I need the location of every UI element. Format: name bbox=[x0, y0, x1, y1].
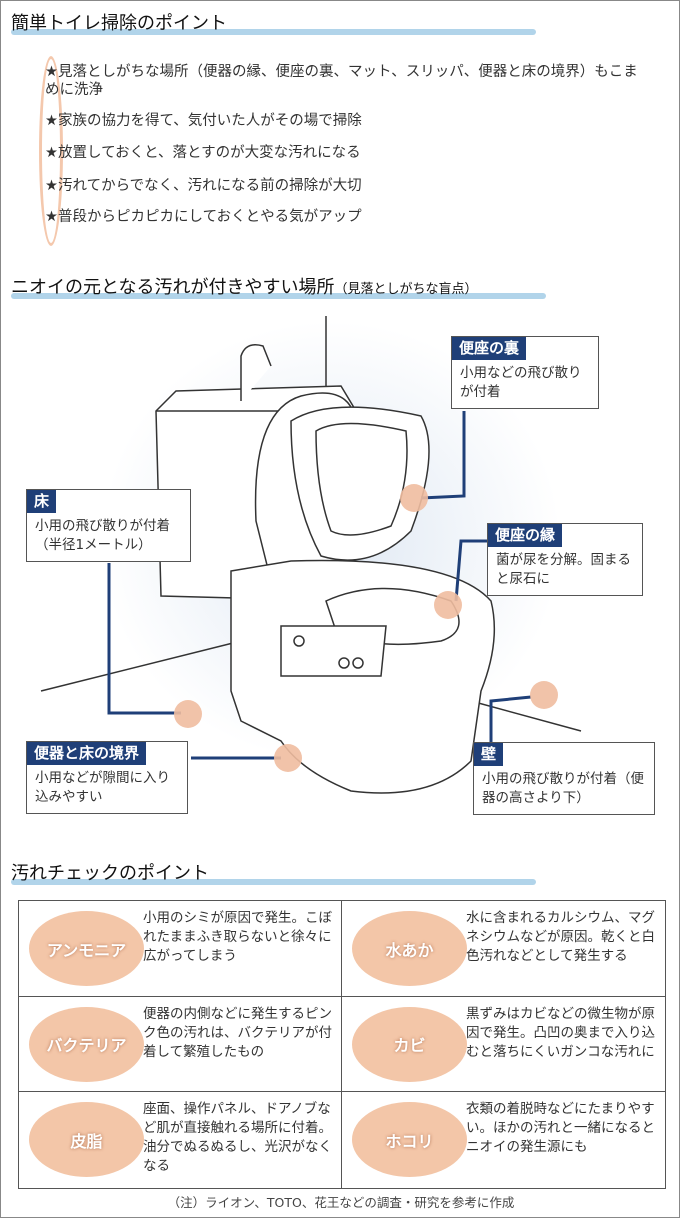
callout-text: 小用などが隙間に入り込みやすい bbox=[35, 770, 170, 805]
stain-desc: 小用のシミが原因で発生。こぼれたままふき取らないと徐々に広がってしまう bbox=[143, 910, 332, 964]
tip-item: ★家族の協力を得て、気付いた人がその場で掃除 bbox=[45, 113, 362, 129]
spot-marker bbox=[274, 744, 302, 772]
stain-desc: 衣類の着脱時などにたまりやすい。ほかの汚れと一緒になるとニオイの発生源にも bbox=[466, 1101, 655, 1156]
stain-item: 皮脂座面、操作パネル、ドアノブなど肌が直接触れる場所に付着。油分でぬるぬるし、光… bbox=[19, 1092, 342, 1188]
spot-marker bbox=[434, 591, 462, 619]
toilet-illustration bbox=[40, 316, 582, 794]
tip-item: ★汚れてからでなく、汚れになる前の掃除が大切 bbox=[45, 178, 362, 194]
stain-desc: 座面、操作パネル、ドアノブなど肌が直接触れる場所に付着。油分でぬるぬるし、光沢が… bbox=[143, 1101, 332, 1175]
callout-text: 菌が尿を分解。固まると尿石に bbox=[496, 552, 631, 587]
callout-rim: 便座の縁菌が尿を分解。固まると尿石に bbox=[487, 523, 643, 596]
tip-item: ★普段からピカピカにしておくとやる気がアップ bbox=[45, 209, 362, 225]
stain-desc: 便器の内側などに発生するピンク色の汚れは、バクテリアが付着して繁殖したもの bbox=[143, 1005, 332, 1060]
stain-name: カビ bbox=[352, 1006, 467, 1082]
stain-item: バクテリア便器の内側などに発生するピンク色の汚れは、バクテリアが付着して繁殖した… bbox=[19, 996, 342, 1093]
callout-boundary: 便器と床の境界小用などが隙間に入り込みやすい bbox=[26, 741, 188, 814]
callout-label: 壁 bbox=[474, 743, 504, 766]
stain-item: アンモニア小用のシミが原因で発生。こぼれたままふき取らないと徐々に広がってしまう bbox=[19, 901, 342, 997]
title-sub: （見落としがちな盲点） bbox=[334, 282, 478, 297]
title-underline bbox=[11, 879, 536, 885]
stain-name: 水あか bbox=[352, 911, 467, 986]
stain-desc: 黒ずみはカビなどの微生物が原因で発生。凸凹の奥まで入り込むと落ちにくいガンコな汚… bbox=[466, 1005, 655, 1060]
stain-item: 水あか水に含まれるカルシウム、マグネシウムなどが原因。乾くと白色汚れなどとして発… bbox=[342, 901, 665, 997]
callout-wall: 壁小用の飛び散りが付着（便器の高さより下） bbox=[473, 742, 655, 815]
stain-name: 皮脂 bbox=[29, 1102, 144, 1178]
callout-text: 小用の飛び散りが付着（便器の高さより下） bbox=[482, 771, 644, 806]
stain-desc: 水に含まれるカルシウム、マグネシウムなどが原因。乾くと白色汚れなどとして発生する bbox=[466, 910, 655, 964]
section-title-spots: ニオイの元となる汚れが付きやすい場所（見落としがちな盲点） bbox=[11, 273, 477, 299]
title-main: ニオイの元となる汚れが付きやすい場所 bbox=[11, 277, 335, 298]
spot-marker bbox=[174, 700, 202, 728]
callout-label: 床 bbox=[27, 490, 57, 513]
source-note: （注）ライオン、TOTO、花王などの調査・研究を参考に作成 bbox=[167, 1195, 515, 1210]
callout-text: 小用の飛び散りが付着（半径1メートル） bbox=[35, 518, 170, 553]
stain-item: ホコリ衣類の着脱時などにたまりやすい。ほかの汚れと一緒になるとニオイの発生源にも bbox=[342, 1092, 665, 1188]
callout-seat-back: 便座の裏小用などの飛び散りが付着 bbox=[451, 336, 599, 409]
tip-item: ★見落としがちな場所（便器の縁、便座の裏、マット、スリッパ、便器と床の境界）もこ… bbox=[45, 64, 638, 98]
highlight-oval bbox=[39, 56, 63, 246]
spot-marker bbox=[400, 484, 428, 512]
callout-label: 便座の縁 bbox=[488, 524, 563, 547]
title-underline bbox=[11, 293, 546, 299]
callout-label: 便座の裏 bbox=[452, 337, 527, 360]
stain-name: ホコリ bbox=[352, 1102, 467, 1178]
callout-label: 便器と床の境界 bbox=[27, 742, 147, 765]
title-underline bbox=[11, 29, 536, 35]
callout-text: 小用などの飛び散りが付着 bbox=[460, 365, 582, 400]
tip-item: ★放置しておくと、落とすのが大変な汚れになる bbox=[45, 145, 361, 161]
spot-marker bbox=[530, 681, 558, 709]
stain-check-table: アンモニア小用のシミが原因で発生。こぼれたままふき取らないと徐々に広がってしまう… bbox=[18, 900, 666, 1189]
stain-name: アンモニア bbox=[29, 911, 144, 986]
section-title-tips: 簡単トイレ掃除のポイント bbox=[11, 13, 227, 34]
stain-name: バクテリア bbox=[29, 1006, 144, 1082]
section-title-check: 汚れチェックのポイント bbox=[11, 863, 209, 884]
callout-floor: 床小用の飛び散りが付着（半径1メートル） bbox=[26, 489, 191, 562]
stain-item: カビ黒ずみはカビなどの微生物が原因で発生。凸凹の奥まで入り込むと落ちにくいガンコ… bbox=[342, 997, 665, 1093]
